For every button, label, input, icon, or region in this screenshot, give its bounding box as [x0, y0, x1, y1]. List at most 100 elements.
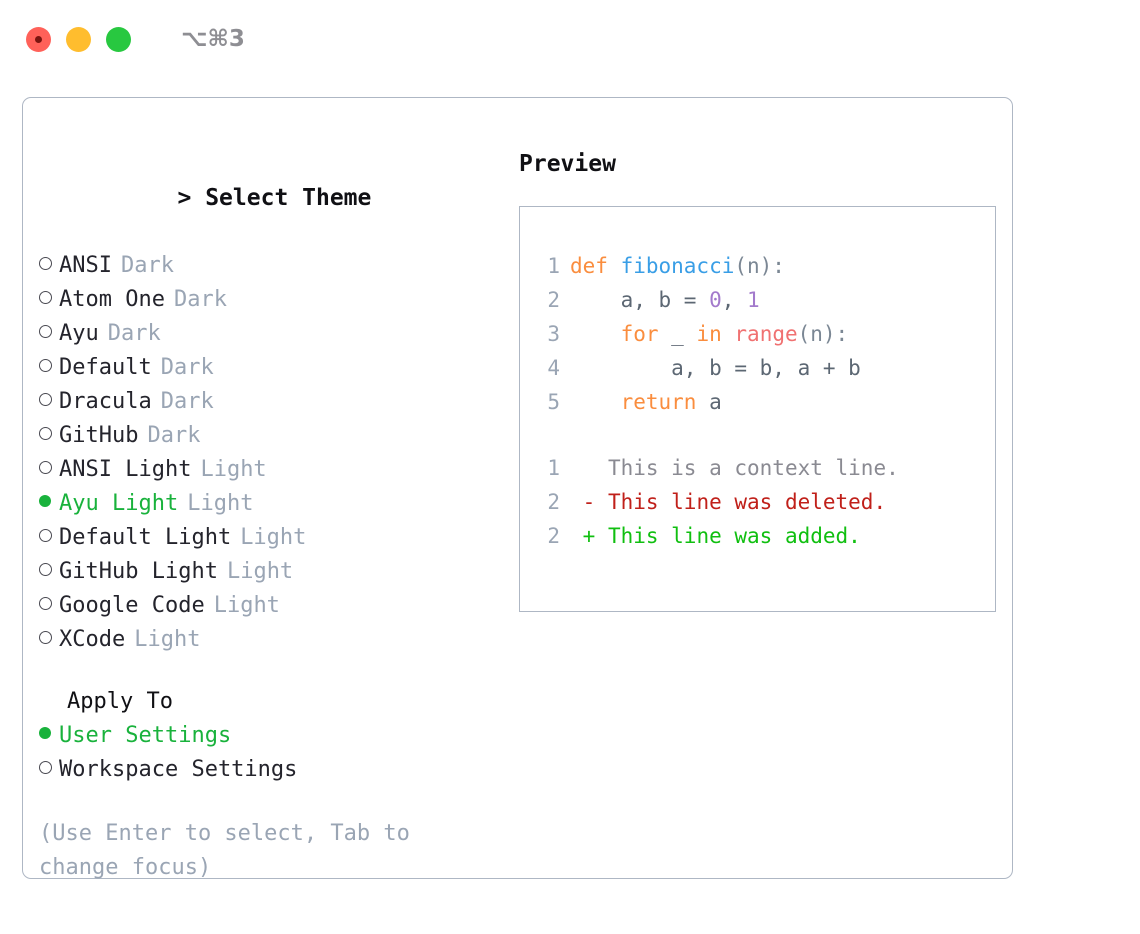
code-token-plain	[722, 322, 735, 346]
theme-option-label: GitHub	[59, 423, 139, 448]
theme-option-ansi-light[interactable]: ANSI Light Light	[39, 453, 493, 487]
theme-option-ayu[interactable]: Ayu Dark	[39, 317, 493, 351]
code-token-kw: def	[570, 254, 621, 278]
theme-option-variant: Light	[134, 627, 201, 652]
code-line: 3 for _ in range(n):	[536, 317, 995, 351]
code-token-plain: a	[696, 390, 722, 414]
theme-option-variant: Light	[240, 525, 307, 550]
minimize-button[interactable]	[66, 26, 91, 52]
theme-option-github[interactable]: GitHub Dark	[39, 419, 493, 453]
apply-to-heading: Apply To	[67, 689, 173, 714]
code-token-kw: return	[620, 390, 697, 414]
diff-line-add: 2 + This line was added.	[536, 519, 995, 553]
theme-option-ansi[interactable]: ANSI Dark	[39, 249, 493, 283]
code-token-plain: _	[658, 322, 697, 346]
diff-sample: 1 This is a context line.2 - This line w…	[536, 451, 995, 553]
theme-option-label: Default	[59, 355, 152, 380]
radio-selected-icon	[39, 718, 59, 752]
keyboard-hint-text: (Use Enter to select, Tab to change focu…	[39, 821, 424, 880]
apply-to-option-user-settings[interactable]: User Settings	[39, 719, 493, 753]
apply-to-option-label: User Settings	[59, 723, 232, 748]
theme-option-atom-one[interactable]: Atom One Dark	[39, 283, 493, 317]
diff-line-del: 2 - This line was deleted.	[536, 485, 995, 519]
theme-option-label: ANSI Light	[59, 457, 192, 482]
theme-option-variant: Dark	[160, 355, 214, 380]
code-token-plain	[570, 390, 621, 414]
diff-line-text: This line was added.	[607, 524, 861, 548]
theme-option-ayu-light[interactable]: Ayu Light Light	[39, 487, 493, 521]
code-token-punct: (n):	[797, 322, 849, 346]
theme-option-label: Default Light	[59, 525, 232, 550]
theme-option-xcode[interactable]: XCode Light	[39, 623, 493, 657]
code-line-number: 3	[547, 322, 560, 346]
code-token-plain	[570, 322, 621, 346]
theme-option-label: Google Code	[59, 593, 205, 618]
theme-option-label: Ayu	[59, 321, 99, 346]
radio-unselected-icon	[39, 452, 59, 486]
radio-unselected-icon	[39, 248, 59, 282]
apply-to-option-label: Workspace Settings	[59, 757, 298, 782]
radio-unselected-icon	[39, 622, 59, 656]
radio-unselected-icon	[39, 316, 59, 350]
code-line-number: 4	[547, 356, 560, 380]
theme-option-variant: Dark	[120, 253, 174, 278]
theme-option-variant: Light	[187, 491, 254, 516]
diff-line-ctx: 1 This is a context line.	[536, 451, 995, 485]
diff-line-number: 2	[547, 524, 560, 548]
theme-option-label: GitHub Light	[59, 559, 218, 584]
theme-option-default-light[interactable]: Default Light Light	[39, 521, 493, 555]
code-line: 4 a, b = b, a + b	[536, 351, 995, 385]
radio-unselected-icon	[39, 282, 59, 316]
code-token-plain: a, b = b, a + b	[570, 356, 861, 380]
diff-marker	[570, 456, 608, 480]
code-token-plain: a, b =	[570, 288, 710, 312]
theme-option-default[interactable]: Default Dark	[39, 351, 493, 385]
code-line-number: 2	[547, 288, 560, 312]
theme-option-variant: Light	[200, 457, 267, 482]
theme-option-label: XCode	[59, 627, 126, 652]
prompt-caret-icon: >	[177, 185, 192, 211]
code-line-number: 1	[547, 254, 560, 278]
theme-option-label: Atom One	[59, 287, 165, 312]
theme-option-variant: Dark	[147, 423, 201, 448]
select-theme-title: Select Theme	[205, 185, 372, 211]
theme-option-variant: Dark	[173, 287, 227, 312]
radio-unselected-icon	[39, 752, 59, 786]
code-line-number: 5	[547, 390, 560, 414]
diff-line-text: This is a context line.	[607, 456, 899, 480]
diff-marker: +	[570, 524, 608, 548]
theme-option-variant: Dark	[107, 321, 161, 346]
radio-unselected-icon	[39, 520, 59, 554]
diff-marker: -	[570, 490, 608, 514]
radio-unselected-icon	[39, 554, 59, 588]
theme-option-label: Ayu Light	[59, 491, 179, 516]
radio-unselected-icon	[39, 384, 59, 418]
theme-option-label: ANSI	[59, 253, 112, 278]
code-token-num: 1	[747, 288, 760, 312]
code-token-kw: for	[620, 322, 659, 346]
diff-line-text: This line was deleted.	[607, 490, 887, 514]
keyboard-shortcut-label: ⌥⌘3	[181, 26, 245, 52]
preview-heading: Preview	[519, 151, 616, 177]
diff-line-number: 2	[547, 490, 560, 514]
radio-unselected-icon	[39, 588, 59, 622]
maximize-button[interactable]	[106, 26, 131, 52]
code-token-kw: in	[696, 322, 722, 346]
code-token-punct: (n):	[734, 254, 785, 278]
close-button[interactable]	[26, 26, 51, 52]
radio-unselected-icon	[39, 350, 59, 384]
code-token-plain: ,	[721, 288, 748, 312]
window-controls	[26, 26, 146, 52]
diff-line-number: 1	[547, 456, 560, 480]
radio-selected-icon	[39, 486, 59, 520]
apply-to-option-workspace-settings[interactable]: Workspace Settings	[39, 753, 493, 787]
